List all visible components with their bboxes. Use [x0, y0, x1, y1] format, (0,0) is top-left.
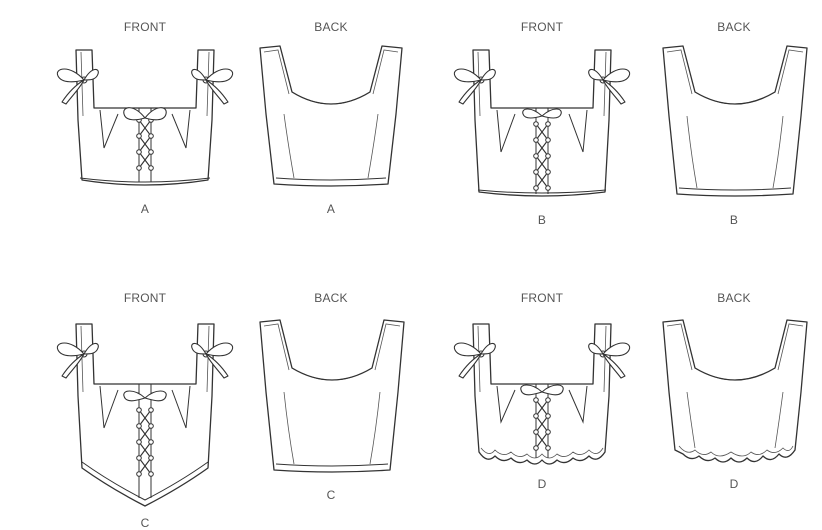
back-view-d: [662, 319, 808, 463]
back-view-b: [662, 45, 808, 197]
view-title-back-d: BACK: [717, 291, 751, 305]
variant-label-back-d: D: [729, 477, 739, 491]
bow-tie-icon: [588, 68, 631, 105]
front-view-b: [453, 49, 631, 197]
view-title-front-b: FRONT: [520, 20, 564, 34]
view-title-back-b: BACK: [717, 20, 751, 34]
bow-tie-icon: [191, 342, 234, 379]
view-title-back-a: BACK: [314, 20, 348, 34]
bow-tie-icon: [123, 107, 167, 121]
front-view-c: [56, 323, 234, 507]
variant-label-back-c: C: [326, 488, 336, 502]
cross-lacing-icon: [136, 117, 154, 171]
bow-tie-icon: [522, 108, 562, 119]
bow-tie-icon: [453, 342, 496, 379]
back-view-c: [259, 319, 405, 473]
bow-tie-icon: [191, 68, 234, 105]
bow-tie-icon: [123, 390, 167, 402]
view-title-front-d: FRONT: [520, 291, 564, 305]
view-title-front-a: FRONT: [123, 20, 167, 34]
variant-label-front-c: C: [140, 516, 150, 530]
bow-tie-icon: [56, 68, 99, 105]
cross-lacing-icon: [533, 121, 551, 191]
back-view-a: [259, 45, 403, 187]
cross-lacing-icon: [136, 407, 154, 477]
view-title-back-c: BACK: [314, 291, 348, 305]
front-view-a: [56, 49, 234, 186]
bow-tie-icon: [56, 342, 99, 379]
variant-label-back-b: B: [729, 213, 739, 227]
variant-label-back-a: A: [326, 202, 336, 216]
variant-label-front-d: D: [537, 477, 547, 491]
variant-label-front-a: A: [140, 202, 150, 216]
cross-lacing-icon: [533, 397, 551, 451]
variant-label-front-b: B: [537, 213, 547, 227]
view-title-front-c: FRONT: [123, 291, 167, 305]
bow-tie-icon: [520, 384, 564, 396]
front-view-d: [453, 323, 631, 465]
bow-tie-icon: [588, 342, 631, 379]
bow-tie-icon: [453, 68, 496, 105]
